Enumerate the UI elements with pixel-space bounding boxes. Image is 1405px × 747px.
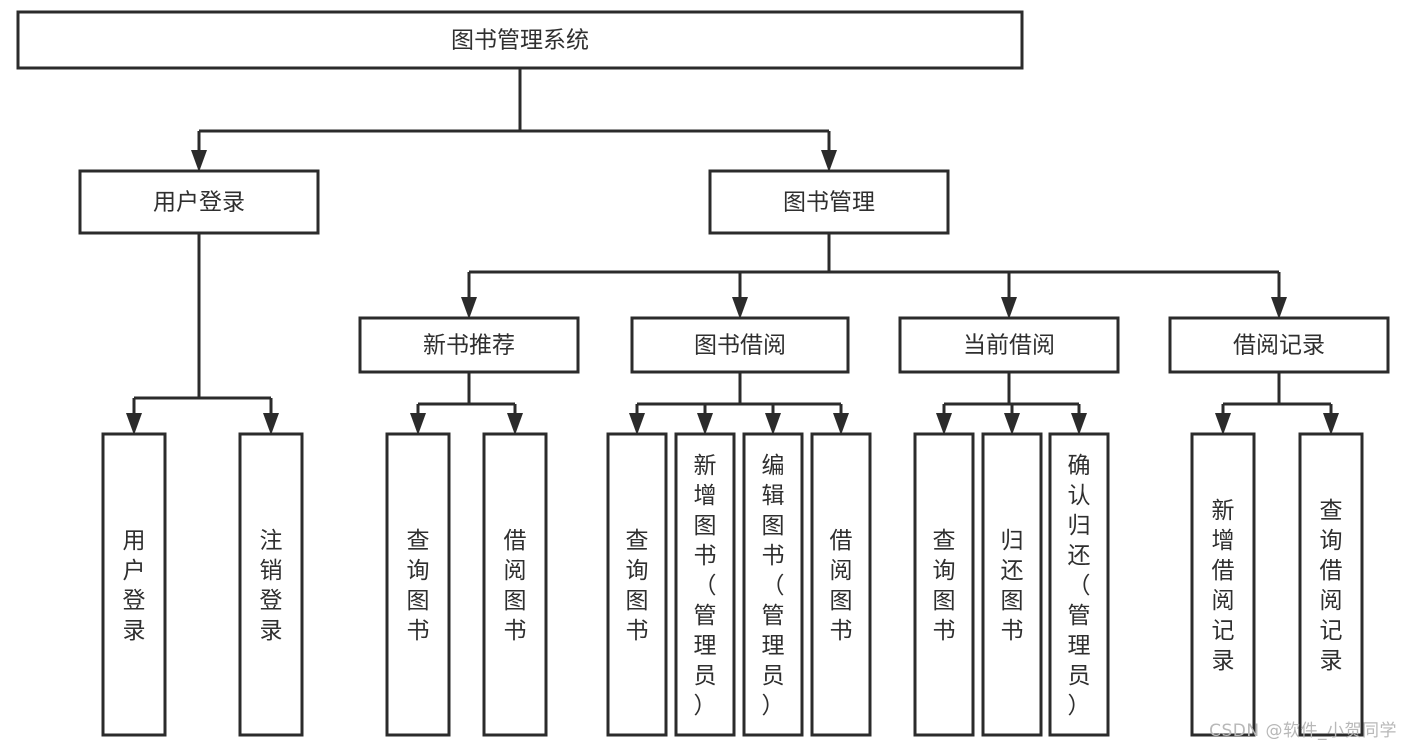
node-leaf-return-book[interactable]: 归还图书 — [981, 432, 1043, 737]
node-label: 查询借阅记录 — [1320, 498, 1343, 674]
arrow-head-icon — [1323, 413, 1339, 435]
arrow-head-icon — [697, 413, 713, 435]
node-leaf-add-book-admin[interactable]: 新增图书（管理员） — [674, 432, 736, 737]
node-box — [606, 432, 668, 737]
node-label: 图书管理 — [783, 190, 875, 216]
node-user-login[interactable]: 用户登录 — [78, 169, 320, 235]
node-label: 当前借阅 — [963, 333, 1055, 359]
nodes-layer: 图书管理系统用户登录图书管理新书推荐图书借阅当前借阅借阅记录用户登录注销登录查询… — [16, 10, 1390, 737]
arrow-head-icon — [629, 413, 645, 435]
node-label: 借阅记录 — [1233, 333, 1325, 359]
node-book-borrow[interactable]: 图书借阅 — [630, 316, 850, 374]
arrow-head-icon — [507, 413, 523, 435]
node-leaf-query-borrow-record[interactable]: 查询借阅记录 — [1298, 432, 1364, 737]
arrow-head-icon — [410, 413, 426, 435]
arrow-head-icon — [1071, 413, 1087, 435]
node-box — [1168, 316, 1390, 374]
node-label: 新增图书（管理员） — [694, 453, 717, 719]
node-leaf-borrow-book-1[interactable]: 借阅图书 — [482, 432, 548, 737]
node-box — [1190, 432, 1256, 737]
arrow-head-icon — [732, 297, 748, 319]
node-label: 借阅图书 — [830, 528, 853, 644]
node-label: 借阅图书 — [504, 528, 527, 644]
node-box — [78, 169, 320, 235]
node-label: 新增借阅记录 — [1212, 498, 1235, 674]
node-label: 查询图书 — [626, 528, 649, 644]
node-box — [16, 10, 1024, 70]
node-label: 编辑图书（管理员） — [762, 453, 785, 719]
node-leaf-confirm-return-admin[interactable]: 确认归还（管理员） — [1048, 432, 1110, 737]
node-label: 注销登录 — [260, 528, 283, 644]
node-box — [238, 432, 304, 737]
node-label: 查询图书 — [933, 528, 956, 644]
node-box — [1048, 432, 1110, 737]
arrow-head-icon — [936, 413, 952, 435]
node-label: 用户登录 — [123, 528, 146, 644]
arrow-head-icon — [821, 150, 837, 172]
arrow-head-icon — [1271, 297, 1287, 319]
node-label: 用户登录 — [153, 190, 245, 216]
node-leaf-query-book-3[interactable]: 查询图书 — [913, 432, 975, 737]
node-box — [708, 169, 950, 235]
arrow-head-icon — [461, 297, 477, 319]
arrow-head-icon — [833, 413, 849, 435]
arrow-head-icon — [1001, 297, 1017, 319]
node-new-book-recommend[interactable]: 新书推荐 — [358, 316, 580, 374]
node-box — [101, 432, 167, 737]
arrow-head-icon — [1004, 413, 1020, 435]
node-label: 归还图书 — [1001, 528, 1024, 644]
arrow-head-icon — [765, 413, 781, 435]
node-box — [913, 432, 975, 737]
node-leaf-add-borrow-record[interactable]: 新增借阅记录 — [1190, 432, 1256, 737]
node-box — [674, 432, 736, 737]
node-box — [1298, 432, 1364, 737]
node-box — [810, 432, 872, 737]
node-leaf-logout[interactable]: 注销登录 — [238, 432, 304, 737]
node-box — [358, 316, 580, 374]
node-book-manage[interactable]: 图书管理 — [708, 169, 950, 235]
node-label: 确认归还（管理员） — [1068, 453, 1091, 719]
node-label: 新书推荐 — [423, 333, 515, 359]
node-box — [385, 432, 451, 737]
arrow-head-icon — [263, 413, 279, 435]
node-leaf-borrow-book-2[interactable]: 借阅图书 — [810, 432, 872, 737]
node-leaf-edit-book-admin[interactable]: 编辑图书（管理员） — [742, 432, 804, 737]
node-box — [482, 432, 548, 737]
node-leaf-query-book-1[interactable]: 查询图书 — [385, 432, 451, 737]
node-label: 查询图书 — [407, 528, 430, 644]
edges-layer — [126, 68, 1339, 435]
node-label: 图书借阅 — [694, 333, 786, 359]
node-current-borrow[interactable]: 当前借阅 — [898, 316, 1120, 374]
node-box — [630, 316, 850, 374]
node-box — [742, 432, 804, 737]
node-borrow-record[interactable]: 借阅记录 — [1168, 316, 1390, 374]
arrow-head-icon — [1215, 413, 1231, 435]
arrow-head-icon — [191, 150, 207, 172]
arrow-head-icon — [126, 413, 142, 435]
node-leaf-user-login[interactable]: 用户登录 — [101, 432, 167, 737]
node-root[interactable]: 图书管理系统 — [16, 10, 1024, 70]
node-label: 图书管理系统 — [451, 28, 589, 54]
node-box — [981, 432, 1043, 737]
node-leaf-query-book-2[interactable]: 查询图书 — [606, 432, 668, 737]
node-box — [898, 316, 1120, 374]
